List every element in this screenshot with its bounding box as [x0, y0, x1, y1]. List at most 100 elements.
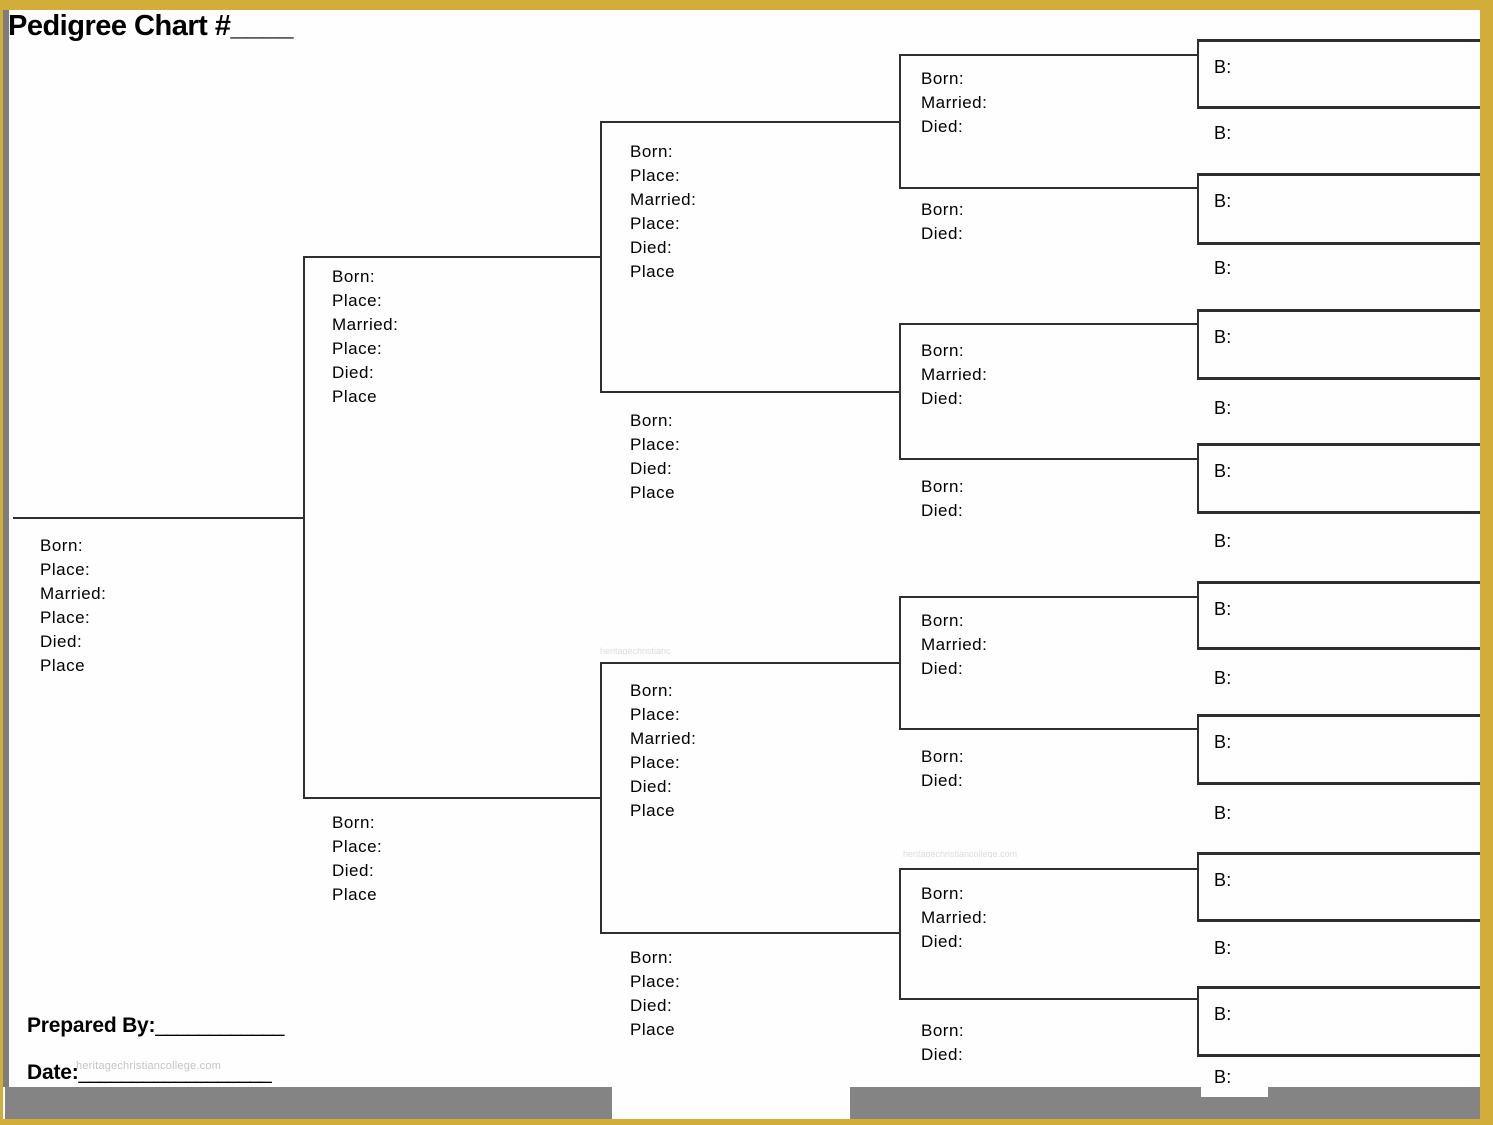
gen4-father3-fields: Born: Married: Died: [921, 609, 987, 681]
field-label: Died: [332, 861, 375, 880]
gen5-float-label-5: B: [1214, 668, 1232, 688]
field-label: Born: [630, 142, 674, 161]
gen5-box2-left-edge [1197, 173, 1199, 244]
field-label: Place: [630, 435, 681, 454]
gen5-float-label-7: B: [1214, 938, 1232, 958]
prepared-by-row: Prepared By:____________ [27, 1014, 284, 1038]
gen5-box-label-4: B: [1214, 461, 1232, 481]
page-border-right [1480, 0, 1493, 1125]
field-label: Married: [921, 365, 988, 384]
gen5-float-label-2: B: [1214, 258, 1232, 278]
field-label: Born: [630, 948, 674, 967]
gen3-upper-father-line [600, 121, 901, 123]
watermark: heritagechristiancollege.com [76, 1060, 222, 1072]
gen5-box8-left-edge [1197, 986, 1199, 1057]
gen1-person-fields: Born: Place: Married: Place: Died: Place [40, 534, 106, 678]
gen5-box4-bottom-line [1197, 511, 1480, 514]
prepared-by-label: Prepared By: [27, 1014, 156, 1037]
gen1-name-line [13, 517, 303, 519]
gen4-mother3-fields: Born: Died: [921, 745, 964, 793]
gen4-bracket3-vertical [899, 596, 901, 730]
gen5-box4-top-line [1197, 443, 1480, 446]
field-label: Place [332, 387, 378, 406]
field-label: Died: [630, 459, 673, 478]
gen4-father4-fields: Born: Married: Died: [921, 882, 987, 954]
field-label: Place: [630, 972, 681, 991]
gen4-bracket1-vertical [899, 54, 901, 189]
field-label: Died: [921, 1045, 964, 1064]
field-label: Married: [630, 729, 697, 748]
gen5-box-label-3: B: [1214, 327, 1232, 347]
page-left-gray-strip [3, 10, 9, 1087]
gen5-box2-top-line [1197, 173, 1480, 176]
field-label: Died: [630, 996, 673, 1015]
watermark-remnant: heritagechristiancollege.com [600, 646, 670, 655]
field-label: Place: [630, 166, 681, 185]
gen4-bracket2-vertical [899, 323, 901, 460]
field-label: Place [40, 656, 86, 675]
field-label: Died: [921, 771, 964, 790]
gen5-box-label-6: B: [1214, 732, 1232, 752]
date-label: Date: [27, 1061, 79, 1084]
field-label: Died: [332, 363, 375, 382]
date-blank-line: __________________ [78, 1061, 272, 1084]
gen2-mother-line [303, 797, 602, 799]
gen4-mother2-fields: Born: Died: [921, 475, 964, 523]
field-label: Died: [921, 659, 964, 678]
field-label: Died: [630, 777, 673, 796]
gen2-bracket-vertical [303, 256, 305, 799]
field-label: Married: [921, 908, 988, 927]
gen4-father1-fields: Born: Married: Died: [921, 67, 987, 139]
field-label: Married: [332, 315, 399, 334]
gen5-box7-top-line [1197, 852, 1480, 855]
field-label: Born: [921, 477, 965, 496]
gen5-float-label-3: B: [1214, 398, 1232, 418]
field-label: Born: [921, 200, 965, 219]
field-label: Place [630, 262, 676, 281]
field-label: Born: [332, 813, 376, 832]
gen4-bracket4-vertical [899, 868, 901, 1000]
gen5-float-label-1: B: [1214, 123, 1232, 143]
gen4-mother1-fields: Born: Died: [921, 198, 964, 246]
gen5-box7-left-edge [1197, 852, 1199, 922]
gen4-bracket4-bottom-line [899, 998, 1199, 1000]
footer-gray-bar-right [850, 1087, 1480, 1119]
gen2-father-line [303, 256, 602, 258]
page-border-top [0, 0, 1493, 10]
field-label: Place: [630, 705, 681, 724]
field-label: Died: [921, 501, 964, 520]
field-label: Place [332, 885, 378, 904]
gen4-bracket3-bottom-line [899, 728, 1199, 730]
field-label: Married: [921, 93, 988, 112]
gen4-bracket1-top-line [899, 54, 1199, 56]
gen5-box-label-1: B: [1214, 57, 1232, 77]
gen5-float-label-4: B: [1214, 531, 1232, 551]
gen5-box6-left-edge [1197, 714, 1199, 785]
gen3-upper-father-fields: Born: Place: Married: Place: Died: Place [630, 140, 696, 284]
gen5-box8-top-line [1197, 986, 1480, 989]
gen4-bracket2-bottom-line [899, 458, 1199, 460]
gen5-box6-bottom-line [1197, 782, 1480, 785]
field-label: Place [630, 801, 676, 820]
gen5-box8-bottom-line [1197, 1054, 1480, 1057]
footer-gray-bar-notch [1201, 1087, 1268, 1097]
gen4-bracket4-top-line [899, 868, 1199, 870]
date-row: Date:__________________ [27, 1061, 272, 1085]
gen4-bracket1-bottom-line [899, 187, 1199, 189]
field-label: Born: [921, 884, 965, 903]
gen4-mother4-fields: Born: Died: [921, 1019, 964, 1067]
gen5-box-label-7: B: [1214, 870, 1232, 890]
gen5-box5-bottom-line [1197, 647, 1480, 650]
field-label: Married: [630, 190, 697, 209]
gen5-box-label-8: B: [1214, 1004, 1232, 1024]
gen5-box1-bottom-line [1197, 106, 1480, 109]
gen4-bracket2-top-line [899, 323, 1199, 325]
field-label: Died: [921, 117, 964, 136]
field-label: Born: [630, 681, 674, 700]
gen3-lower-father-fields: Born: Place: Married: Place: Died: Place [630, 679, 696, 823]
footer-gray-bar-left [5, 1087, 612, 1119]
prepared-by-blank-line: ____________ [155, 1014, 284, 1037]
page-border-left [0, 0, 3, 1125]
field-label: Died: [921, 224, 964, 243]
